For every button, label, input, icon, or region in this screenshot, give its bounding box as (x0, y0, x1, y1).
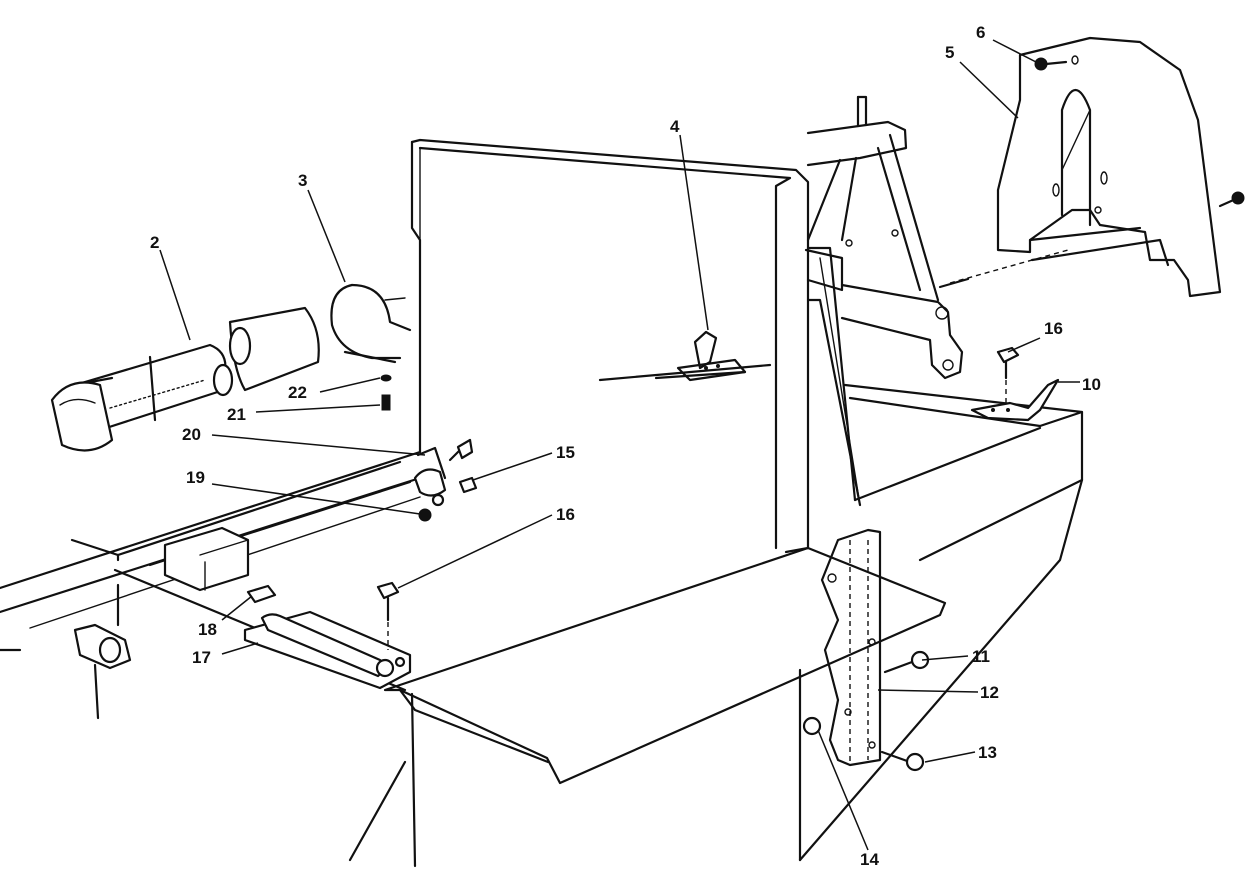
bolt-16-right-icon (996, 346, 1020, 405)
screw-15-icon (458, 476, 478, 494)
support-plate (806, 246, 862, 507)
screw-21-icon (381, 394, 391, 411)
side-plate (820, 528, 882, 767)
callout-14: 14 (860, 850, 879, 869)
upper-frame (804, 95, 940, 302)
callout-18: 18 (198, 620, 217, 639)
switch-20-icon (413, 438, 474, 507)
filter-cartridge (50, 343, 234, 452)
bolt-6-icon (1034, 57, 1068, 71)
callout-20: 20 (182, 425, 201, 444)
hinge-17-icon (243, 610, 412, 690)
tab-18-icon (246, 584, 277, 604)
hopper-guard (996, 36, 1222, 298)
washer-22-icon (380, 374, 392, 382)
clip-10-icon (970, 378, 1060, 422)
clip-4-icon (676, 330, 747, 382)
callout-6: 6 (976, 23, 985, 42)
callout-12: 12 (980, 683, 999, 702)
callout-22: 22 (288, 383, 307, 402)
callout-16-left: 16 (556, 505, 575, 524)
callout-2: 2 (150, 233, 159, 252)
callout-13: 13 (978, 743, 997, 762)
callout-15: 15 (556, 443, 575, 462)
callout-19: 19 (186, 468, 205, 487)
leader-lines (159, 39, 1080, 851)
bolt-16-left-icon (376, 581, 400, 650)
callouts: 2 3 4 5 6 10 11 12 13 14 15 16 16 17 18 … (150, 23, 1101, 869)
callout-16-right: 16 (1044, 319, 1063, 338)
callout-10: 10 (1082, 375, 1101, 394)
link-plate (840, 283, 964, 380)
callout-21: 21 (227, 405, 246, 424)
guard-screw-icon (1218, 191, 1245, 208)
left-lower-bracket (73, 583, 132, 720)
bolt-11-icon (883, 650, 930, 674)
callout-17: 17 (192, 648, 211, 667)
callout-5: 5 (945, 43, 954, 62)
deck (348, 363, 1084, 868)
callout-11: 11 (972, 647, 990, 666)
clamp-3-icon (330, 283, 412, 364)
callout-4: 4 (670, 117, 680, 136)
callout-3: 3 (298, 171, 307, 190)
nut-19-icon (418, 508, 432, 522)
bolt-13-icon (880, 750, 925, 772)
rail-bracket (163, 526, 250, 592)
nut-14-icon (802, 716, 822, 736)
pivot-shaft (938, 249, 1069, 289)
filter-sleeve (228, 306, 320, 392)
